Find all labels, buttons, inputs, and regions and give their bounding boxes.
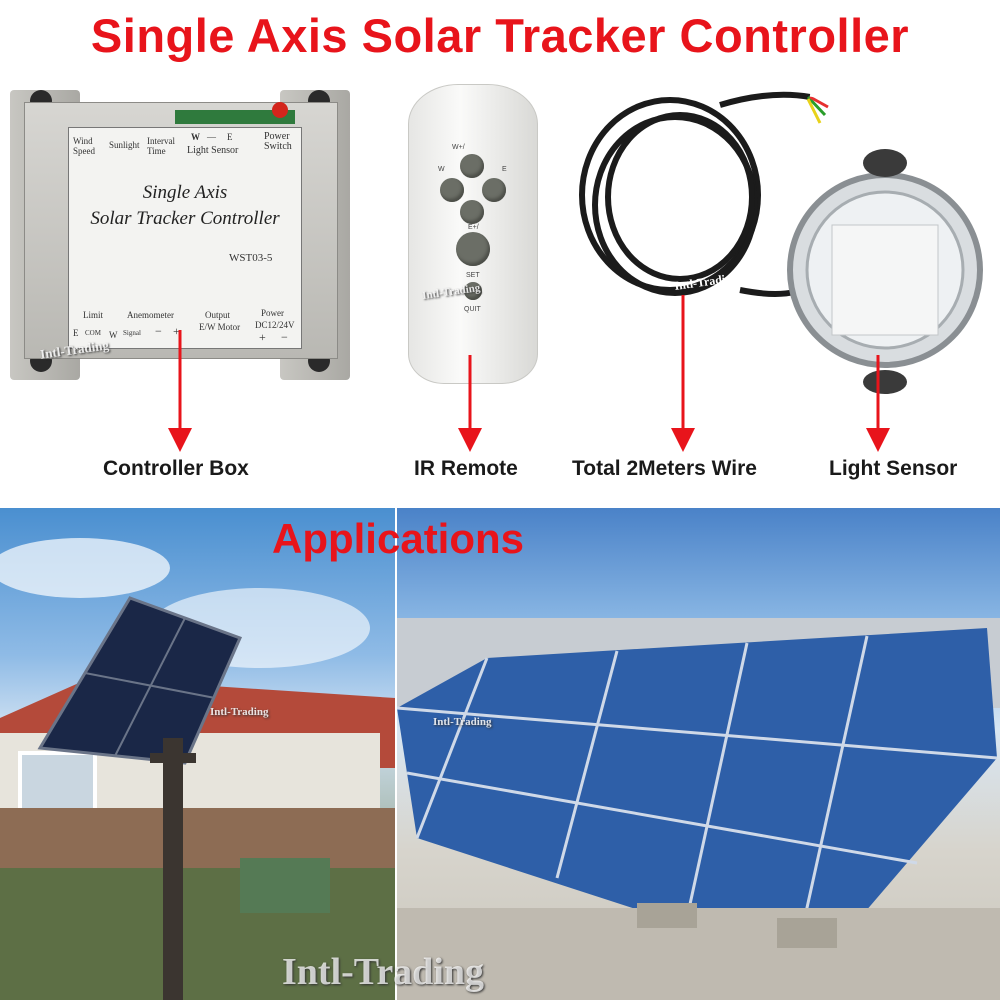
- remote-up-button[interactable]: [460, 154, 484, 178]
- controller-box-image: Wind Speed Sunlight Interval Time W — E …: [10, 80, 350, 390]
- label-dc: DC12/24V: [255, 320, 295, 330]
- label-light-sensor: Light Sensor: [187, 145, 239, 156]
- applications-heading: Applications: [272, 515, 525, 562]
- label-limit-w: W: [109, 330, 118, 340]
- label-power-switch: Power Switch: [264, 131, 292, 152]
- caption-ir-remote: IR Remote: [414, 457, 518, 480]
- remote-label-set: SET: [466, 272, 480, 279]
- remote-label-w-plus: W+/: [452, 144, 465, 151]
- remote-quit-button[interactable]: [464, 282, 482, 300]
- label-ew-motor: E/W Motor: [199, 322, 241, 332]
- label-dash: —: [207, 132, 216, 142]
- label-interval-time: Interval Time: [147, 136, 175, 156]
- watermark: Intl-Trading: [210, 706, 269, 718]
- power-led-icon: [272, 102, 288, 118]
- watermark: Intl-Trading: [673, 270, 738, 293]
- label-power: Power: [261, 308, 284, 318]
- label-minus: −: [155, 324, 162, 338]
- label-model: WST03-5: [229, 252, 273, 264]
- remote-set-button[interactable]: [456, 232, 490, 266]
- label-single-axis: Single Axis: [142, 182, 228, 203]
- remote-label-quit: QUIT: [464, 306, 481, 313]
- label-com: COM: [85, 329, 101, 337]
- coiled-wire: [579, 91, 812, 297]
- page-title: Single Axis Solar Tracker Controller: [90, 9, 910, 62]
- label-output: Output: [205, 310, 231, 320]
- terminal-block: [175, 110, 295, 124]
- application-photo-ground-array: Intl-Trading: [397, 508, 1000, 1000]
- remote-label-e: E: [502, 166, 507, 173]
- label-wind-speed: Wind Speed: [73, 136, 95, 156]
- label-anemometer: Anemometer: [127, 310, 174, 320]
- ir-remote-image: W+/ W E E+/ SET QUIT Intl-Trading: [408, 84, 538, 384]
- label-power-plus: +: [259, 330, 266, 344]
- remote-left-button[interactable]: [440, 178, 464, 202]
- label-solar-tracker-controller: Solar Tracker Controller: [90, 208, 280, 229]
- caption-wire: Total 2Meters Wire: [572, 457, 757, 480]
- application-photo-pole-tracker: Intl-Trading: [0, 508, 395, 1000]
- label-sunlight: Sunlight: [109, 140, 140, 150]
- controller-label: Wind Speed Sunlight Interval Time W — E …: [68, 127, 302, 349]
- wire-and-sensor-image: Intl-Trading: [579, 91, 983, 394]
- light-sensor-icon: [787, 149, 983, 394]
- caption-light-sensor: Light Sensor: [829, 457, 958, 480]
- label-e: E: [227, 132, 233, 142]
- label-signal: Signal: [123, 329, 141, 337]
- caption-controller-box: Controller Box: [103, 457, 249, 480]
- remote-right-button[interactable]: [482, 178, 506, 202]
- label-plus: +: [173, 324, 180, 338]
- remote-down-button[interactable]: [460, 200, 484, 224]
- label-w: W: [191, 132, 200, 142]
- label-limit: Limit: [83, 310, 103, 320]
- wire-leads: [806, 93, 833, 124]
- label-limit-e: E: [73, 328, 79, 338]
- label-power-minus: −: [281, 330, 288, 344]
- bottom-watermark: Intl-Trading: [282, 951, 485, 993]
- remote-label-e-plus: E+/: [468, 224, 479, 231]
- remote-label-w: W: [438, 166, 445, 173]
- watermark: Intl-Trading: [433, 716, 492, 728]
